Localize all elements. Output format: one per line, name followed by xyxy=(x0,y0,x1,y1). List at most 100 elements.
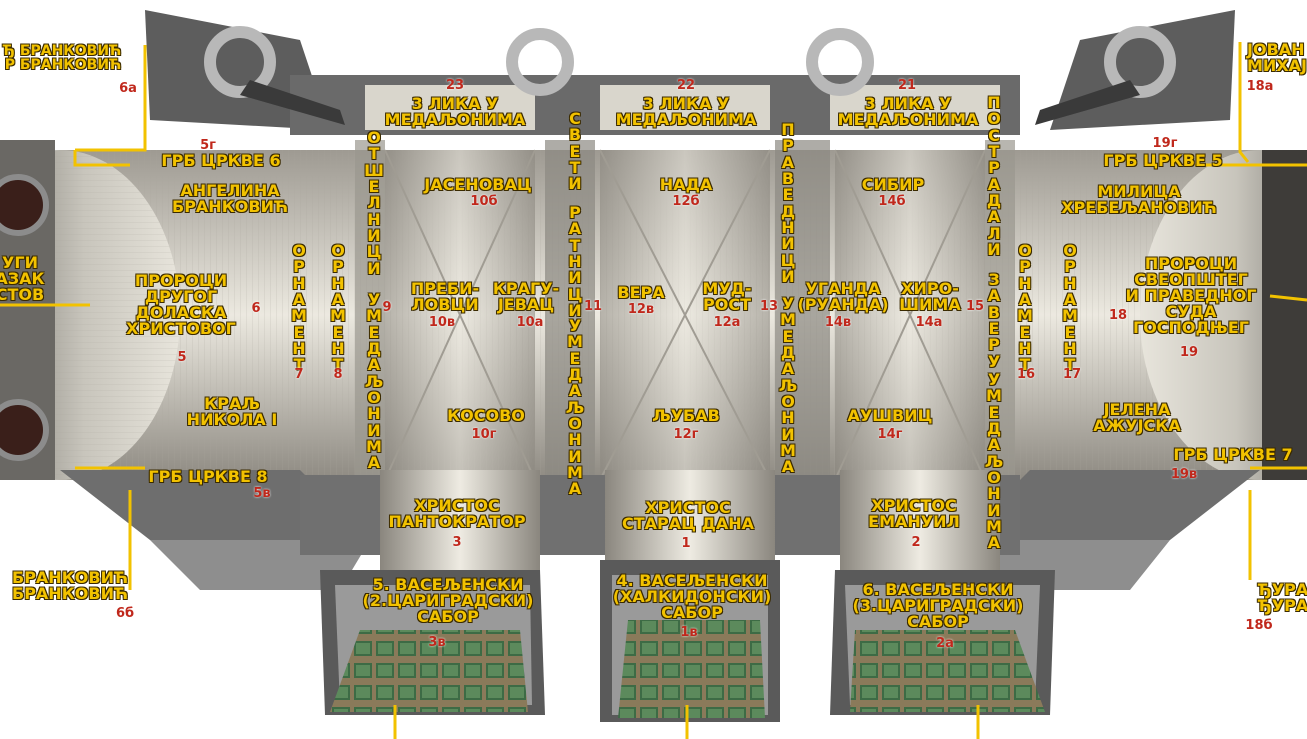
num-19g: 19г xyxy=(1152,136,1178,151)
label-za-veru: ЗА ВЕРУ xyxy=(987,270,1001,371)
num-16: 16 xyxy=(1016,367,1036,382)
label-u-medaljonima-15: У МЕДАЉОНИМА xyxy=(984,370,1004,553)
label-sveti: СВЕТИ xyxy=(568,109,582,194)
num-21: 21 xyxy=(897,78,917,93)
label-u-medaljonima-13: У МЕДАЉОНИМА xyxy=(778,294,798,477)
num-12b: 12б xyxy=(672,194,700,209)
label-grb8: ГРБ ЦРКВЕ 8 xyxy=(148,467,268,486)
num-12a: 12а xyxy=(713,315,741,330)
label-kosovo: КОСОВО xyxy=(447,406,525,425)
arm-center xyxy=(600,470,780,722)
num-12v: 12в xyxy=(627,302,655,317)
label-vera: ВЕРА xyxy=(617,283,665,302)
nave-vault xyxy=(0,140,1307,490)
label-ornament-16: ОРНАМЕНТ xyxy=(1017,241,1033,375)
label-proroci-suda: ПРОРОЦИ СВЕОПШТЕГ И ПРАВЕДНОГ СУДА ГОСПО… xyxy=(1125,254,1257,337)
num-19: 19 xyxy=(1179,345,1199,360)
num-5: 5 xyxy=(177,350,187,365)
label-pravednici: ПРАВЕДНИЦИ xyxy=(780,120,796,286)
num-3v: 3в xyxy=(428,635,446,650)
num-14g: 14г xyxy=(877,427,903,442)
label-otselnici: ОТШЕЛНИЦИ xyxy=(364,128,384,278)
num-18: 18 xyxy=(1108,308,1128,323)
num-1: 1 xyxy=(681,536,691,551)
label-proroci-drugog: ПРОРОЦИ ДРУГОГ ДОЛАСКА ХРИСТОВОГ xyxy=(126,271,236,338)
num-10v: 10в xyxy=(428,315,456,330)
label-ratnici: РАТНИЦИ xyxy=(567,203,583,320)
num-23: 23 xyxy=(445,78,465,93)
label-prebilovci: ПРЕБИ- ЛОВЦИ xyxy=(410,279,480,314)
num-10a: 10а xyxy=(516,315,544,330)
label-tri-lika-22: 3 ЛИКА У МЕДАЉОНИМА xyxy=(615,94,757,129)
label-emanuil: ХРИСТОС ЕМАНУИЛ xyxy=(868,496,960,531)
leader-lines xyxy=(0,42,1307,739)
label-hirosima: ХИРО- ШИМА xyxy=(899,279,961,314)
label-uganda: УГАНДА (РУАНДА) xyxy=(797,279,889,314)
num-1v: 1в xyxy=(680,625,698,640)
num-10b: 10б xyxy=(470,194,498,209)
num-10g: 10г xyxy=(471,427,497,442)
num-5v: 5в xyxy=(253,486,271,501)
label-milica: МИЛИЦА ХРЕБЕЉАНОВИЋ xyxy=(1061,182,1217,217)
label-mudrost: МУД- РОСТ xyxy=(702,279,752,314)
label-sabor5: 5. ВАСЕЉЕНСКИ (2.ЦАРИГРАДСКИ) САБОР xyxy=(362,575,534,626)
num-19v: 19в xyxy=(1170,467,1198,482)
label-kralj-nikola: КРАЉ НИКОЛА I xyxy=(186,394,278,429)
label-brankovic-top: Ђ БРАНКОВИЋ Р БРАНКОВИЋ xyxy=(2,43,122,73)
num-14v: 14в xyxy=(824,315,852,330)
num-11: 11 xyxy=(583,299,603,314)
label-ljubav: ЉУБАВ xyxy=(652,406,720,425)
label-ornament-17: ОРНАМЕНТ xyxy=(1062,241,1078,375)
label-kragujevac: КРАГУ- ЈЕВАЦ xyxy=(492,279,560,314)
label-djura: ЂУРА ЂУРА xyxy=(1257,580,1307,615)
label-ornament-8: ОРНАМЕНТ xyxy=(330,241,346,375)
label-grb6: ГРБ ЦРКВЕ 6 xyxy=(161,151,281,170)
label-sabor4: 4. ВАСЕЉЕНСКИ (ХАЛКИДОНСКИ) САБОР xyxy=(612,571,772,622)
label-u-medaljonima-11: У МЕДАЉОНИМА xyxy=(565,316,585,499)
num-2: 2 xyxy=(911,535,921,550)
label-pantokrator: ХРИСТОС ПАНТОКРАТОР xyxy=(388,496,526,531)
num-12g: 12г xyxy=(673,427,699,442)
num-5g: 5г xyxy=(200,138,216,153)
label-u-medaljonima-9: У МЕДАЉОНИМА xyxy=(364,290,384,473)
label-brankovic-bot: БРАНКОВИЋ БРАНКОВИЋ xyxy=(11,568,129,603)
num-6b: 6б xyxy=(115,606,135,621)
label-starac-dana: ХРИСТОС СТАРАЦ ДАНА xyxy=(622,498,754,533)
arm-right xyxy=(830,470,1055,715)
num-18a: 18а xyxy=(1246,79,1274,94)
num-18b: 18б xyxy=(1245,618,1273,633)
label-nada: НАДА xyxy=(659,175,713,194)
label-tri-lika-23: 3 ЛИКА У МЕДАЉОНИМА xyxy=(384,94,526,129)
arm-left xyxy=(320,470,545,715)
label-angelina: АНГЕЛИНА БРАНКОВИЋ xyxy=(171,181,289,216)
num-3: 3 xyxy=(452,535,462,550)
num-8: 8 xyxy=(333,367,343,382)
label-grb5: ГРБ ЦРКВЕ 5 xyxy=(1103,151,1223,170)
label-jovan-mihajlo: ЈОВАН МИХАЈ xyxy=(1247,40,1307,75)
num-15: 15 xyxy=(965,299,985,314)
num-14a: 14а xyxy=(915,315,943,330)
num-6: 6 xyxy=(251,301,261,316)
label-drugi-dolazak-left: УГИ АЗАК СТОВ xyxy=(0,253,45,304)
south-arms xyxy=(320,470,1055,722)
num-2a: 2а xyxy=(936,636,954,651)
num-17: 17 xyxy=(1062,367,1082,382)
num-14b: 14б xyxy=(878,194,906,209)
upper-wall xyxy=(145,10,1235,135)
label-ausvic: АУШВИЦ xyxy=(847,406,933,425)
num-6a: 6а xyxy=(119,81,137,96)
label-jasenovac: ЈАСЕНОВАЦ xyxy=(424,175,532,194)
num-7: 7 xyxy=(294,367,304,382)
label-grb7: ГРБ ЦРКВЕ 7 xyxy=(1173,445,1293,464)
label-postradali: ПОСТРАДАЛИ xyxy=(986,93,1002,259)
label-sabor6: 6. ВАСЕЉЕНСКИ (3.ЦАРИГРАДСКИ) САБОР xyxy=(852,580,1024,631)
label-ornament-7: ОРНАМЕНТ xyxy=(291,241,307,375)
label-tri-lika-21: 3 ЛИКА У МЕДАЉОНИМА xyxy=(837,94,979,129)
num-22: 22 xyxy=(676,78,696,93)
num-9: 9 xyxy=(382,300,392,315)
label-jelena: ЈЕЛЕНА АЖУЈСКА xyxy=(1093,400,1181,435)
label-sibir: СИБИР xyxy=(861,175,925,194)
num-13: 13 xyxy=(759,299,779,314)
